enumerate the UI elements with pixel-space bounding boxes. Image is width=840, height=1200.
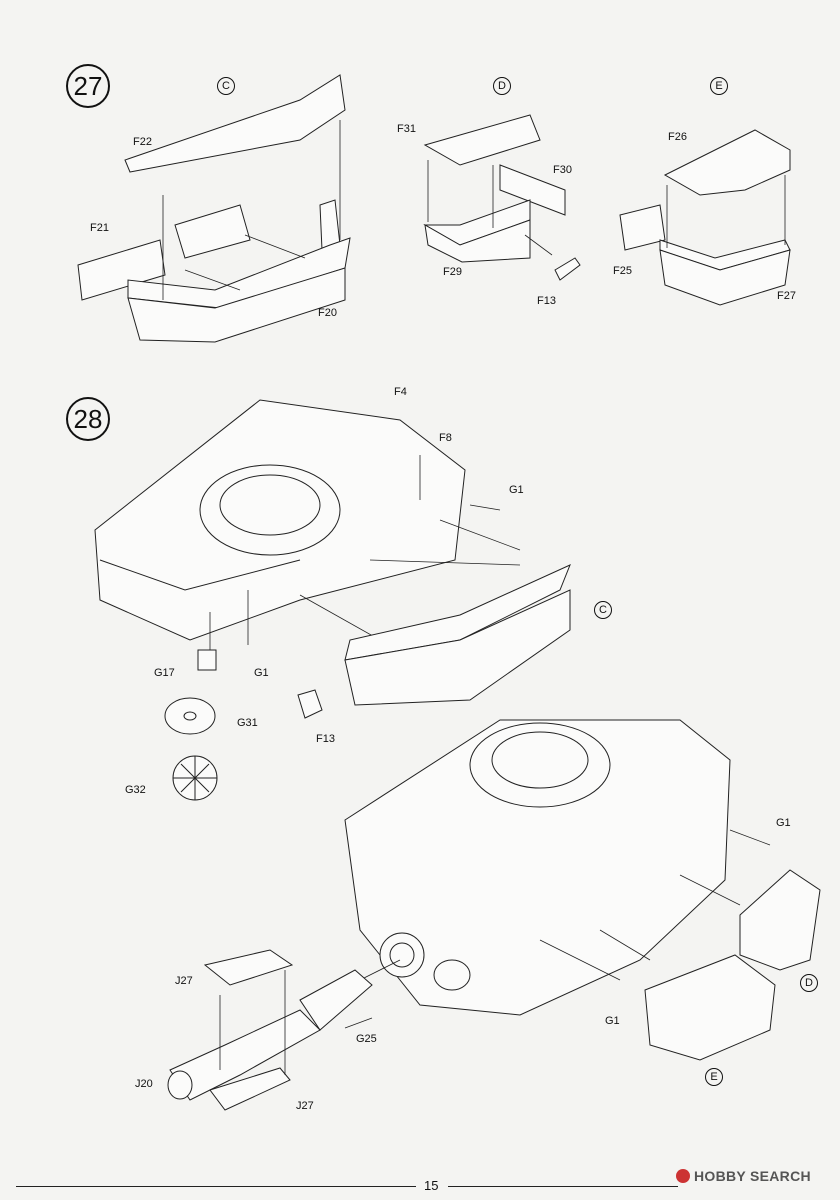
step28-side-box-c — [344, 564, 571, 706]
step28-side-box-d — [739, 869, 821, 971]
part-label-g25: G25 — [356, 1033, 377, 1045]
part-label-f20: F20 — [318, 307, 337, 319]
variant-d-marker: D — [493, 77, 511, 95]
part-label-f22: F22 — [133, 136, 152, 148]
step-number-28: 28 — [66, 397, 110, 441]
variant-d-marker-step28: D — [800, 974, 818, 992]
step28-upper-turret — [94, 399, 521, 660]
step28-side-box-e — [644, 954, 776, 1061]
part-label-g1-left: G1 — [254, 667, 269, 679]
part-label-f26: F26 — [668, 131, 687, 143]
footer-rule-left — [16, 1186, 416, 1187]
step28-lower-turret — [344, 719, 771, 1016]
part-label-f13-step27: F13 — [537, 295, 556, 307]
part-label-f31: F31 — [397, 123, 416, 135]
footer-rule-right — [448, 1186, 678, 1187]
watermark-logo-icon — [676, 1169, 690, 1183]
part-label-f13-step28: F13 — [316, 733, 335, 745]
part-label-f25: F25 — [613, 265, 632, 277]
part-label-f29: F29 — [443, 266, 462, 278]
part-label-g1-upper-right: G1 — [509, 484, 524, 496]
part-label-j27-top: J27 — [175, 975, 193, 987]
part-label-g1-lower: G1 — [605, 1015, 620, 1027]
step27-e-assembly — [619, 129, 791, 306]
variant-c-marker-step28: C — [594, 601, 612, 619]
part-label-f8: F8 — [439, 432, 452, 444]
watermark: HOBBY SEARCH — [676, 1168, 811, 1184]
step28-gun-barrel — [167, 949, 373, 1111]
part-label-f21: F21 — [90, 222, 109, 234]
variant-e-marker-step28: E — [705, 1068, 723, 1086]
part-label-g31: G31 — [237, 717, 258, 729]
page-number: 15 — [424, 1178, 439, 1193]
watermark-text: HOBBY SEARCH — [694, 1168, 811, 1184]
part-label-g32: G32 — [125, 784, 146, 796]
part-label-f30: F30 — [553, 164, 572, 176]
part-label-g1-lower-right: G1 — [776, 817, 791, 829]
part-label-j20: J20 — [135, 1078, 153, 1090]
step27-d-assembly — [423, 114, 581, 281]
variant-e-marker: E — [710, 77, 728, 95]
step-number-27: 27 — [66, 64, 110, 108]
step28-left-fittings — [164, 649, 323, 801]
part-label-f27: F27 — [777, 290, 796, 302]
part-label-g17: G17 — [154, 667, 175, 679]
part-label-j27-bottom: J27 — [296, 1100, 314, 1112]
part-label-f4: F4 — [394, 386, 407, 398]
step27-c-assembly — [77, 74, 351, 343]
variant-c-marker: C — [217, 77, 235, 95]
